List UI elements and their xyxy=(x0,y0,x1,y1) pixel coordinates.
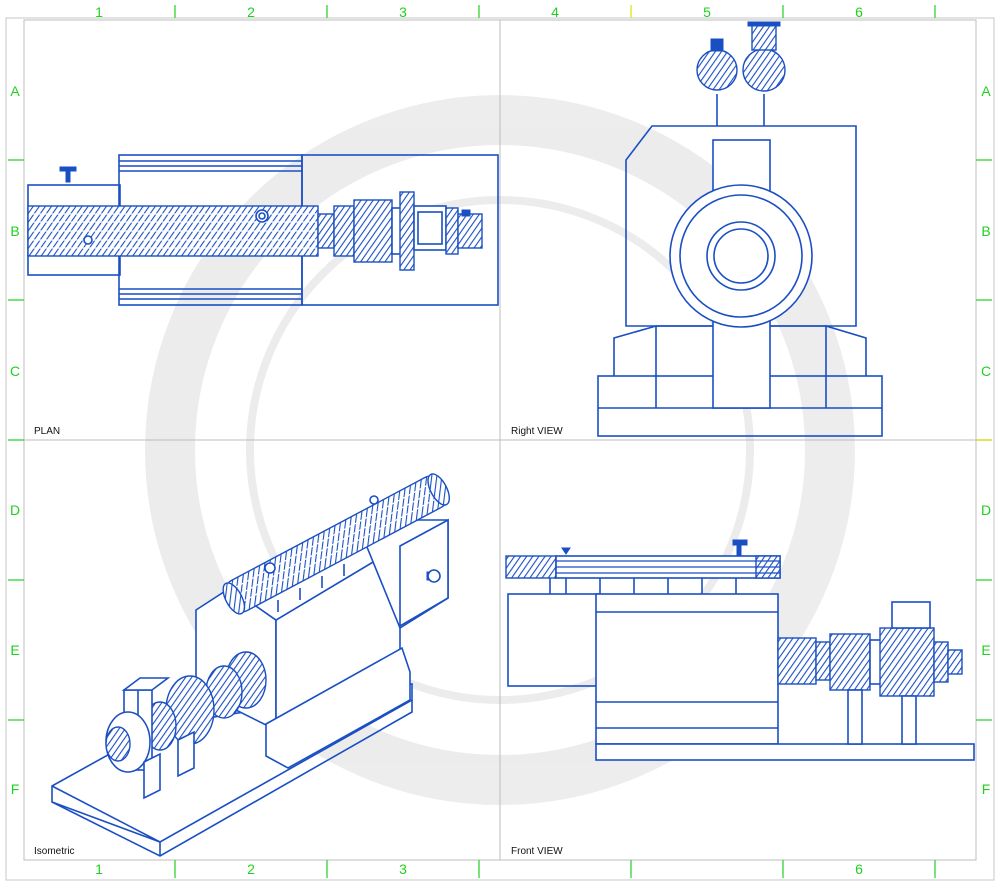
row-marker-e: E xyxy=(981,642,990,658)
row-marker-a: A xyxy=(10,83,20,99)
col-marker-3: 3 xyxy=(399,861,407,877)
front-view: Front VIEW xyxy=(505,539,975,857)
col-marker-6: 6 xyxy=(855,861,863,877)
col-marker-1: 1 xyxy=(95,4,103,20)
col-marker-5: 5 xyxy=(703,4,711,20)
outer-border xyxy=(5,17,995,881)
row-marker-b: B xyxy=(10,223,19,239)
row-marker-e: E xyxy=(10,642,19,658)
zone-ticks xyxy=(8,5,992,878)
row-marker-c: C xyxy=(981,363,991,379)
right-view: Right VIEW xyxy=(511,21,883,437)
row-marker-d: D xyxy=(981,502,991,518)
col-marker-1: 1 xyxy=(95,861,103,877)
column-markers-bottom: 1 2 3 6 xyxy=(95,861,863,877)
row-marker-c: C xyxy=(10,363,20,379)
row-marker-f: F xyxy=(11,781,20,797)
col-marker-2: 2 xyxy=(247,4,255,20)
row-marker-a: A xyxy=(981,83,991,99)
column-markers-top: 1 2 3 4 5 6 xyxy=(95,4,863,20)
front-view-label: Front VIEW xyxy=(511,846,563,857)
isometric-view-label: Isometric xyxy=(34,846,75,857)
right-view-label: Right VIEW xyxy=(511,426,563,437)
col-marker-4: 4 xyxy=(551,4,559,20)
col-marker-2: 2 xyxy=(247,861,255,877)
col-marker-3: 3 xyxy=(399,4,407,20)
col-marker-6: 6 xyxy=(855,4,863,20)
row-marker-f: F xyxy=(982,781,991,797)
isometric-view: Isometric xyxy=(34,473,451,857)
plan-view-label: PLAN xyxy=(34,426,60,437)
row-marker-b: B xyxy=(981,223,990,239)
row-markers-right: A B C D E F xyxy=(981,83,991,797)
row-markers-left: A B C D E F xyxy=(10,83,20,797)
plan-view: PLAN xyxy=(27,154,499,437)
row-marker-d: D xyxy=(10,502,20,518)
